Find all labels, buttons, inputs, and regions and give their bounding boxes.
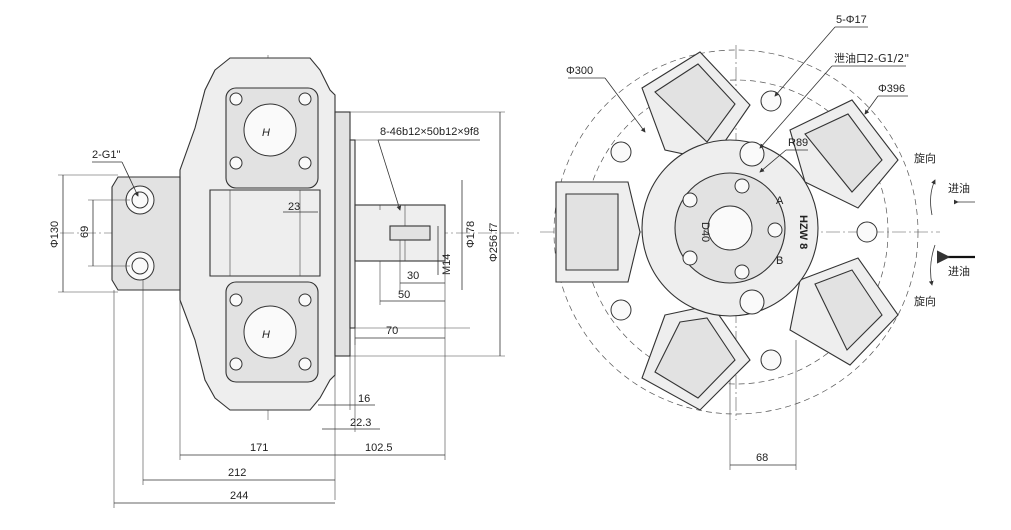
label-len-16: 16 [358, 393, 370, 405]
label-inlet-upper: 进油 [948, 181, 970, 195]
bolt-icon [734, 264, 750, 280]
label-len-102-5: 102.5 [365, 442, 393, 454]
label-rotation-lower: 旋向 [914, 294, 936, 308]
cylinder-bottom [641, 304, 751, 411]
port-block-left [555, 181, 641, 283]
label-len-50: 50 [398, 289, 410, 301]
label-dia-300: Φ300 [566, 65, 593, 77]
mounting-flange [334, 111, 351, 357]
label-dia-256: Φ256 f7 [488, 223, 500, 262]
shaft-thread-hole [389, 225, 431, 241]
label-drain-port: 泄油口2-G1/2" [834, 51, 909, 65]
upper-cylinder-cap [243, 103, 297, 157]
bolt-icon [298, 156, 312, 170]
center-logo-icon [707, 205, 753, 251]
drain-port-upper-icon [739, 141, 765, 167]
cylinder-upper-right [789, 99, 899, 209]
label-holes-5: 5-Φ17 [836, 14, 867, 26]
label-rotation-upper: 旋向 [914, 151, 936, 165]
bolt-icon [229, 156, 243, 170]
front-view: HZW 8 A B D40 Φ300 5-Φ17 泄油口2-G1/2" Φ396… [540, 14, 975, 470]
bolt-icon [734, 178, 750, 194]
casting-a-mark: A [776, 195, 784, 207]
mount-hole-icon [856, 221, 878, 243]
casting-d-mark: D40 [699, 222, 711, 242]
label-len-244: 244 [230, 490, 248, 502]
bolt-icon [229, 293, 243, 307]
mount-hole-icon [760, 349, 782, 371]
mount-hole-icon [610, 141, 632, 163]
rotation-arrow-lower-icon [928, 244, 936, 286]
rotation-arrow-upper-icon [930, 179, 936, 216]
label-spline-spec: 8-46b12×50b12×9f8 [380, 126, 479, 138]
side-view: H H 2-G1" [49, 55, 520, 508]
cylinder-top [641, 51, 751, 161]
lower-cap-logo-icon: H [262, 329, 270, 341]
bolt-icon [682, 250, 698, 266]
label-len-70: 70 [386, 325, 398, 337]
bolt-icon [767, 222, 783, 238]
upper-cap-logo-icon: H [262, 127, 270, 139]
label-len-68: 68 [756, 452, 768, 464]
drain-port-lower-icon [739, 289, 765, 315]
bolt-icon [298, 293, 312, 307]
middle-housing [209, 189, 321, 277]
bolt-icon [682, 192, 698, 208]
mount-hole-icon [760, 90, 782, 112]
label-inlet-lower: 进油 [948, 264, 970, 278]
label-width-23: 23 [288, 201, 300, 213]
label-radius-89: R89 [788, 137, 808, 149]
bolt-icon [298, 92, 312, 106]
lower-cylinder-cap [243, 305, 297, 359]
casting-model-mark: HZW 8 [797, 215, 809, 249]
mount-hole-icon [610, 299, 632, 321]
bolt-icon [229, 92, 243, 106]
cylinder-lower-right [789, 257, 899, 366]
casting-b-mark: B [776, 255, 783, 267]
label-thread-m14: M14 [441, 254, 453, 275]
label-len-171: 171 [250, 442, 268, 454]
bolt-icon [229, 357, 243, 371]
label-len-22-3: 22.3 [350, 417, 371, 429]
label-dia-178: Φ178 [465, 221, 477, 248]
label-len-30: 30 [407, 270, 419, 282]
label-spacing-69: 69 [79, 226, 91, 238]
label-dia-396: Φ396 [878, 83, 905, 95]
label-dia-130: Φ130 [49, 221, 61, 248]
flange-pilot [349, 139, 356, 329]
bolt-icon [298, 357, 312, 371]
label-len-212: 212 [228, 467, 246, 479]
label-port-thread: 2-G1" [92, 149, 120, 161]
